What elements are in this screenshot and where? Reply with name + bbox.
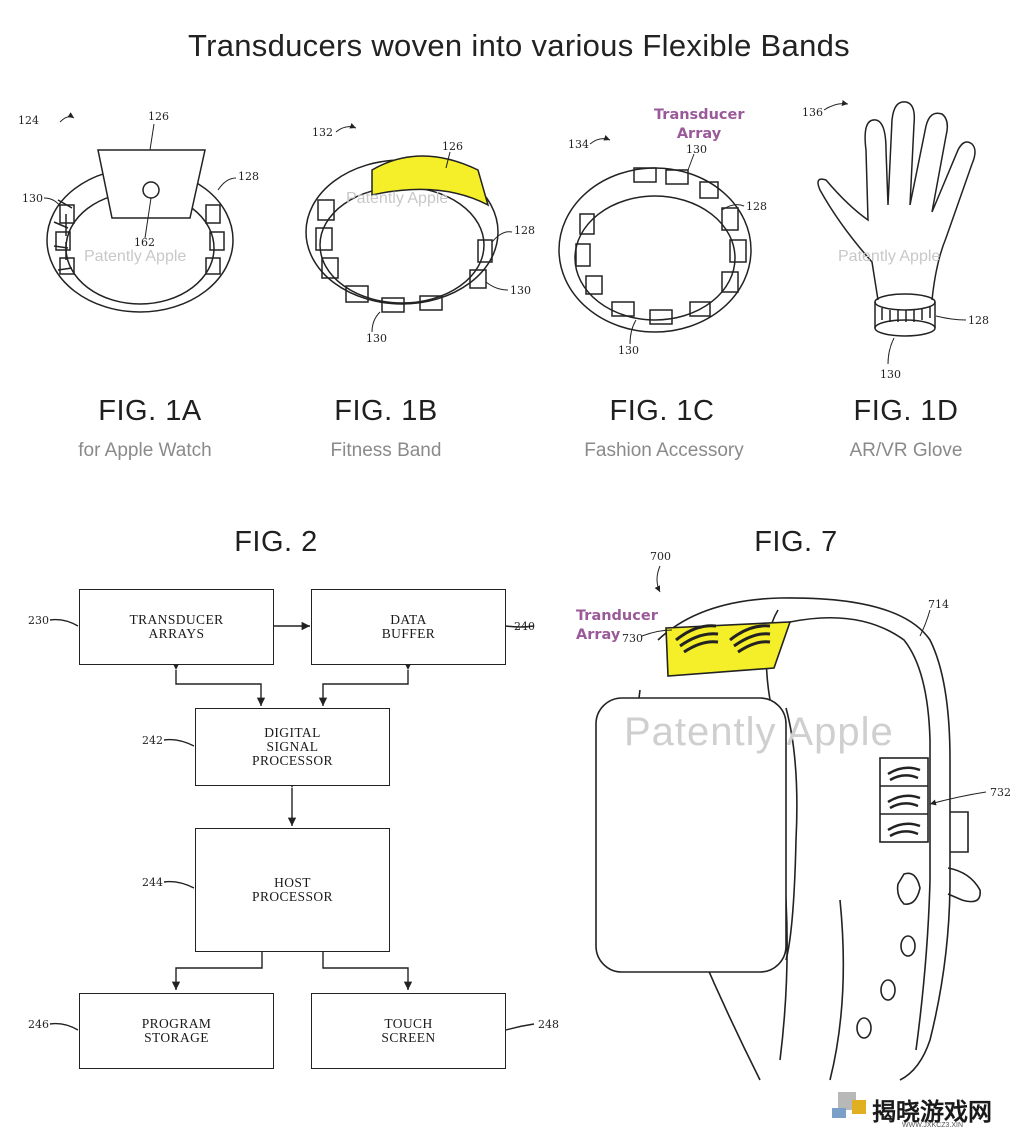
ref-132: 132 xyxy=(312,126,333,139)
watermark-7: Patently Apple xyxy=(624,710,894,754)
ref-240: 240 xyxy=(514,620,535,633)
fig1d-arrow-136 xyxy=(823,100,849,111)
fig1c-arrow-134 xyxy=(589,134,611,145)
block-digital-signal-processor: DIGITAL SIGNAL PROCESSOR xyxy=(195,708,390,786)
fig1b-leader-130b xyxy=(371,311,381,333)
transducer-array-annotation-7: Tranducer Array xyxy=(576,608,658,643)
fig1d-label: FIG. 1D xyxy=(853,395,959,427)
ref-246: 246 xyxy=(28,1018,49,1031)
ref-248: 248 xyxy=(538,1018,559,1031)
ref-126-b: 126 xyxy=(442,140,463,153)
block-transducer-arrays: TRANSDUCER ARRAYS xyxy=(79,589,274,665)
transducer-array-annotation-1c: Transducer Array xyxy=(654,107,745,142)
ref-126: 126 xyxy=(148,110,169,123)
fig1b-subtitle: Fitness Band xyxy=(330,440,442,461)
fig1c-subtitle: Fashion Accessory xyxy=(584,440,744,461)
ref-124: 124 xyxy=(18,114,39,127)
fig1a-subtitle: for Apple Watch xyxy=(78,440,212,461)
ref-130-c1: 130 xyxy=(686,143,707,156)
fig2-label: FIG. 2 xyxy=(234,526,318,558)
ref-134: 134 xyxy=(568,138,589,151)
ref-130-b1: 130 xyxy=(510,284,531,297)
watermark-1d: Patently Apple xyxy=(838,248,941,265)
ref-130-d: 130 xyxy=(880,368,901,381)
ref-128-b: 128 xyxy=(514,224,535,237)
fig7-drawing xyxy=(595,597,981,1081)
ref-130: 130 xyxy=(22,192,43,205)
fig1c-leader-130a xyxy=(687,153,695,171)
ref-162: 162 xyxy=(134,236,155,249)
ref-242: 242 xyxy=(142,734,163,747)
fig1a-drawing xyxy=(46,149,234,313)
block-data-buffer: DATA BUFFER xyxy=(311,589,506,665)
fig1a-arrow-124 xyxy=(59,112,75,123)
site-logo-text: 揭晓游戏网 xyxy=(872,1098,992,1126)
ref-230: 230 xyxy=(28,614,49,627)
fig7-arrow-700 xyxy=(654,565,661,593)
fig1c-label: FIG. 1C xyxy=(609,395,715,427)
fig1a-leader-126 xyxy=(149,123,155,151)
watermark-1b: Patently Apple xyxy=(346,190,449,207)
fig1b-arrow-132 xyxy=(335,122,357,133)
block-touch-screen: TOUCH SCREEN xyxy=(311,993,506,1069)
fig1a-label: FIG. 1A xyxy=(98,395,202,427)
ref-244: 244 xyxy=(142,876,163,889)
fig7-leader-714 xyxy=(919,609,931,637)
page-title: Transducers woven into various Flexible … xyxy=(188,28,850,63)
fig1b-drawing xyxy=(305,155,499,313)
block-host-processor: HOST PROCESSOR xyxy=(195,828,390,952)
fig1b-label: FIG. 1B xyxy=(334,395,438,427)
ref-730: 730 xyxy=(622,632,643,645)
ref-130-b2: 130 xyxy=(366,332,387,345)
fig1b-leader-130a xyxy=(485,281,509,291)
block-program-storage: PROGRAM STORAGE xyxy=(79,993,274,1069)
fig2-connectors xyxy=(49,618,535,1031)
fig1c-leader-130b xyxy=(629,319,637,345)
watermark-1a: Patently Apple xyxy=(84,248,187,265)
fig1d-leader-128 xyxy=(935,315,967,321)
ref-714: 714 xyxy=(928,598,949,611)
fig7-leader-732 xyxy=(929,791,987,806)
fig1c-drawing xyxy=(558,167,752,333)
ref-732: 732 xyxy=(990,786,1011,799)
ref-128: 128 xyxy=(238,170,259,183)
fig1b-leader-126 xyxy=(445,151,451,169)
fig1a-leader-128 xyxy=(217,177,237,191)
fig1b-leader-128 xyxy=(491,231,513,243)
fig1d-leader-130 xyxy=(887,337,895,365)
fig1a-leader-130 xyxy=(43,197,61,207)
ref-700: 700 xyxy=(650,550,671,563)
fig7-label: FIG. 7 xyxy=(754,526,838,558)
ref-128-c: 128 xyxy=(746,200,767,213)
ref-130-c2: 130 xyxy=(618,344,639,357)
fig7-leader-730 xyxy=(641,629,673,637)
fig1c-leader-128 xyxy=(721,204,745,211)
ref-136: 136 xyxy=(802,106,823,119)
site-logo-icon xyxy=(832,1092,866,1118)
fig1d-drawing xyxy=(817,101,976,337)
fig1d-subtitle: AR/VR Glove xyxy=(849,440,963,461)
site-logo-url: WWW.JXKCZ3.XIN xyxy=(902,1122,964,1129)
ref-128-d: 128 xyxy=(968,314,989,327)
